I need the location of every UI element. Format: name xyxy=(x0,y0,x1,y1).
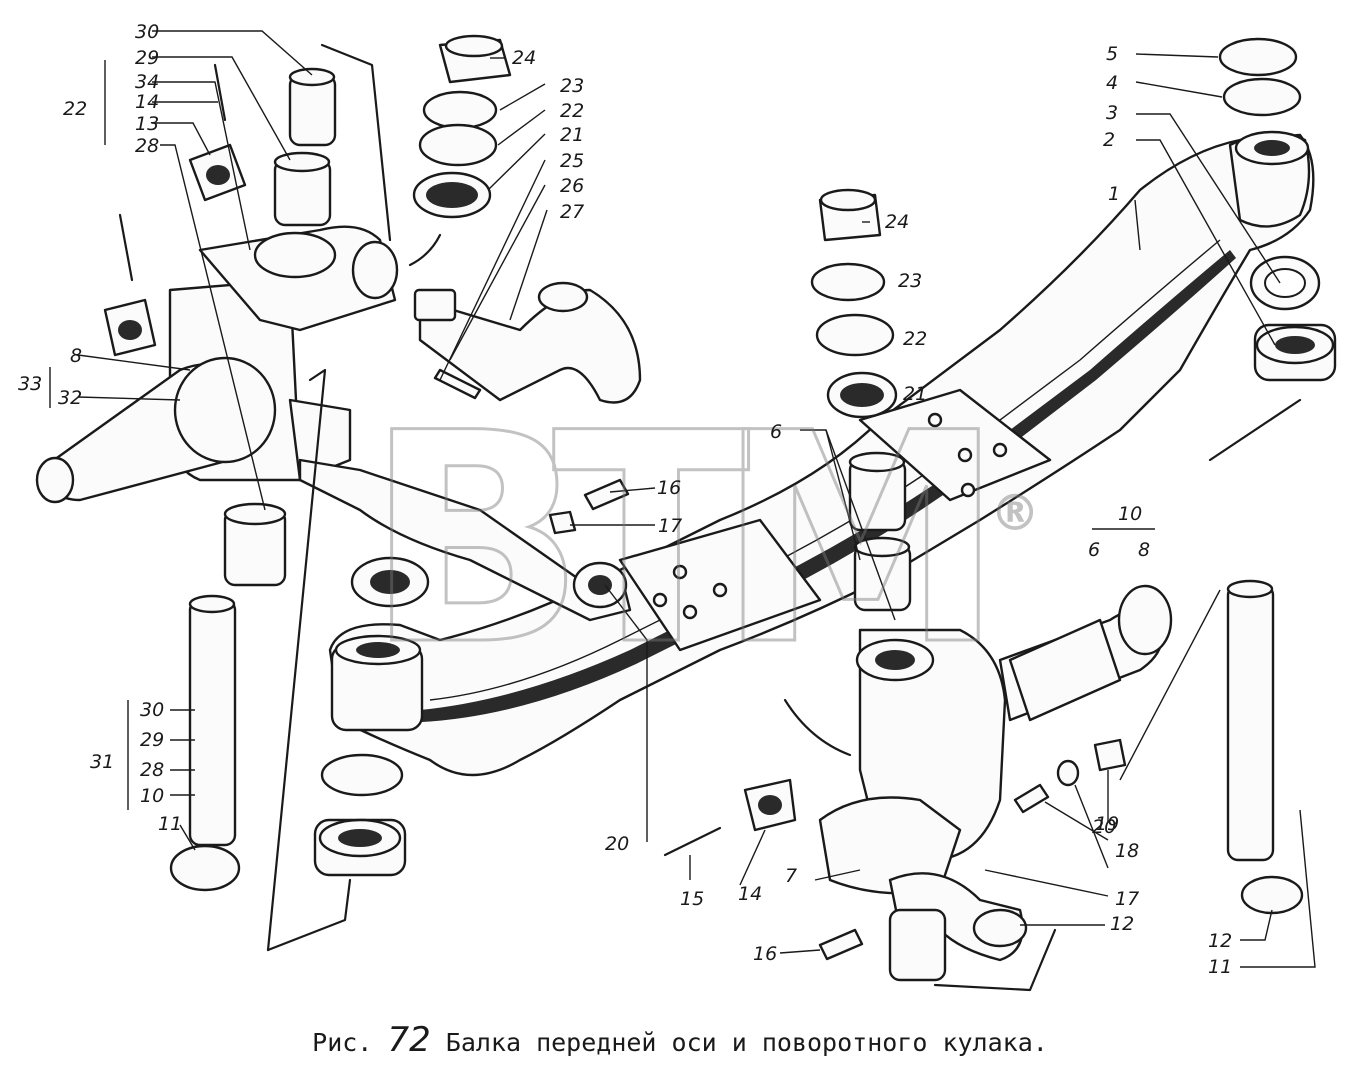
callout-label: 16 xyxy=(753,943,777,965)
left-steering-knuckle xyxy=(35,225,399,504)
callout-label: 29 xyxy=(140,729,164,751)
callout-label: 30 xyxy=(140,699,164,721)
callout-label: 27 xyxy=(560,201,584,223)
callout-label: 16 xyxy=(657,477,681,499)
callout-label: 31 xyxy=(90,751,114,773)
callout-label: 1 xyxy=(1108,183,1120,205)
callout-label: 14 xyxy=(135,91,159,113)
callout-label: 6 xyxy=(770,421,782,443)
callout-label: 10 xyxy=(140,785,164,807)
callout-label: 26 xyxy=(560,175,584,197)
callout-label: 8 xyxy=(1138,539,1150,561)
front-axle-beam xyxy=(328,130,1315,777)
callout-label: 22 xyxy=(560,100,584,122)
callout-label: 20 xyxy=(1092,816,1116,838)
watermark: ВТМ ® xyxy=(364,371,1041,711)
callouts: 30 29 34 22 14 13 28 24 23 22 21 25 26 2… xyxy=(18,21,1232,978)
callout-label: 8 xyxy=(70,345,82,367)
right-stub-axle xyxy=(1008,618,1122,722)
callout-label: 24 xyxy=(512,47,536,69)
callout-label: 15 xyxy=(680,888,704,910)
callout-label: 12 xyxy=(1110,913,1134,935)
callout-label: 12 xyxy=(1208,930,1232,952)
callout-label: 17 xyxy=(1115,888,1139,910)
watermark-text: ВТМ xyxy=(365,372,1005,709)
callout-label: 23 xyxy=(560,75,584,97)
callout-label: 24 xyxy=(885,211,909,233)
callout-label: 22 xyxy=(903,328,927,350)
callout-label: 34 xyxy=(135,71,159,93)
callout-label: 11 xyxy=(158,813,182,835)
callout-label: 5 xyxy=(1106,43,1118,65)
callout-label: 23 xyxy=(898,270,922,292)
callout-label: 19 xyxy=(1095,813,1119,835)
callout-label: 14 xyxy=(738,883,762,905)
leader-lines xyxy=(49,30,1316,992)
figure-number: 72 xyxy=(387,1020,431,1060)
callout-label: 30 xyxy=(135,21,159,43)
steering-arm xyxy=(413,281,642,404)
callout-label: 22 xyxy=(63,98,87,120)
figure-caption: Рис. 72 Балка передней оси и поворотного… xyxy=(0,1020,1360,1060)
small-parts xyxy=(103,34,1337,961)
callout-label: 17 xyxy=(658,515,682,537)
caption-prefix: Рис. xyxy=(312,1028,373,1057)
callout-label: 11 xyxy=(1208,956,1232,978)
callout-label: 20 xyxy=(605,833,629,855)
callout-label: 33 xyxy=(18,373,42,395)
callout-label: 4 xyxy=(1106,72,1118,94)
callout-label: 13 xyxy=(135,113,159,135)
watermark-registered-mark: ® xyxy=(990,484,1040,542)
callout-label: 21 xyxy=(903,383,927,405)
callout-label: 10 xyxy=(1118,503,1142,525)
callout-label: 3 xyxy=(1106,102,1118,124)
callout-label: 2 xyxy=(1103,129,1115,151)
callout-label: 7 xyxy=(785,865,797,887)
callout-label: 6 xyxy=(1088,539,1100,561)
caption-title: Балка передней оси и поворотного кулака. xyxy=(445,1028,1048,1057)
callout-label: 18 xyxy=(1115,840,1139,862)
callout-label: 29 xyxy=(135,47,159,69)
callout-label: 32 xyxy=(58,387,82,409)
callout-label: 28 xyxy=(140,759,164,781)
left-tie-rod-arm xyxy=(298,458,632,622)
callout-label: 21 xyxy=(560,124,584,146)
callout-label: 28 xyxy=(135,135,159,157)
callout-label: 25 xyxy=(560,150,584,172)
